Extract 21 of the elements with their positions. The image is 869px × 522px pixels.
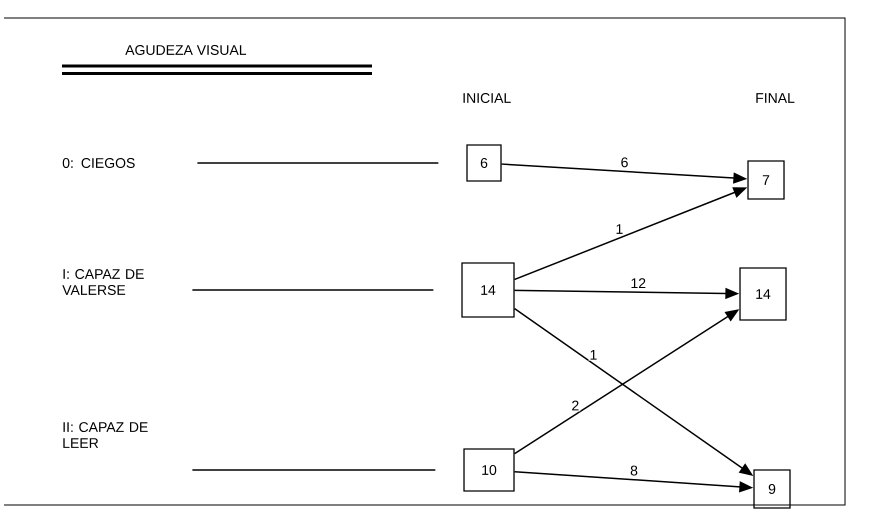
row-label: II: CAPAZ DE LEER — [63, 422, 148, 448]
edge-label: 6 — [621, 157, 628, 168]
edge-label: 8 — [630, 466, 638, 476]
count-box: 14 — [739, 267, 787, 321]
count-box: 9 — [753, 469, 791, 509]
count-box: 6 — [466, 144, 502, 182]
edge-label: 1 — [616, 224, 623, 234]
column-header: FINAL — [756, 93, 794, 103]
edge-label: 1 — [590, 350, 597, 360]
row-label: 0: CIEGOS — [62, 158, 135, 168]
title: AGUDEZA VISUAL — [125, 45, 246, 55]
connector-line — [197, 162, 438, 164]
row-label: I: CAPAZ DE VALERSE — [62, 269, 144, 295]
edge-label: 2 — [572, 400, 579, 410]
column-header: INICIAL — [464, 93, 511, 103]
count-box: 14 — [461, 262, 515, 318]
count-box: 7 — [747, 160, 785, 200]
connector-line — [192, 469, 436, 471]
count-box: 10 — [463, 448, 515, 492]
connector-line — [192, 289, 434, 291]
edge-label: 12 — [632, 278, 646, 288]
